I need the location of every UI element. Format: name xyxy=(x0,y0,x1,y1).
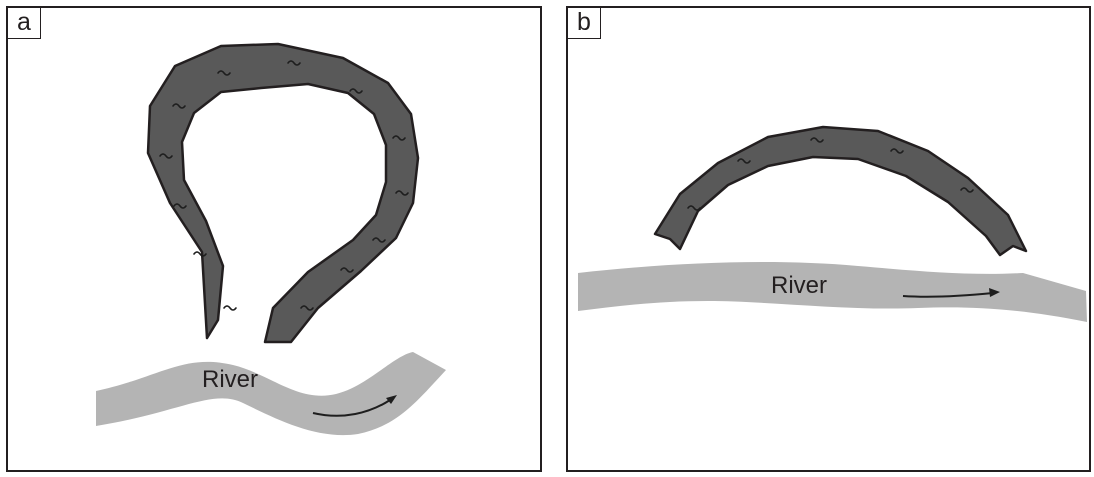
panel-b-drawing: River xyxy=(578,125,1087,322)
river-label-b: River xyxy=(771,272,827,299)
oxbow-wave-marks xyxy=(159,60,409,311)
wave-mark xyxy=(300,305,314,311)
flow-arrow-head xyxy=(989,288,1000,297)
wave-mark xyxy=(737,158,751,164)
wave-mark xyxy=(349,88,363,94)
oxbow-wave-marks xyxy=(687,137,974,211)
wave-mark xyxy=(223,305,237,311)
wave-mark xyxy=(287,60,301,66)
oxbow-remnant xyxy=(653,125,1028,257)
flow-arrow-icon xyxy=(902,292,994,298)
wave-mark xyxy=(395,190,409,196)
wave-mark xyxy=(890,148,904,154)
wave-mark xyxy=(193,251,207,257)
wave-mark xyxy=(810,137,824,143)
wave-mark xyxy=(372,237,386,243)
panel-label-a: a xyxy=(8,8,41,39)
panel-label-b: b xyxy=(568,8,601,39)
wave-mark xyxy=(960,187,974,193)
river-label-a: River xyxy=(202,366,258,393)
wave-mark xyxy=(687,205,701,211)
wave-mark xyxy=(392,135,406,141)
wave-mark xyxy=(173,203,187,209)
flow-arrow-head xyxy=(386,395,397,404)
river-channel xyxy=(578,262,1087,322)
oxbow-lake xyxy=(146,42,420,344)
flow-arrow-icon xyxy=(312,399,391,417)
wave-mark xyxy=(159,153,173,159)
panel-a-drawing: River xyxy=(96,42,446,436)
panel-b: b River xyxy=(566,6,1091,472)
wave-mark xyxy=(217,70,231,76)
river-channel xyxy=(96,352,446,436)
wave-mark xyxy=(340,267,354,273)
panel-a: a River xyxy=(6,6,542,472)
wave-mark xyxy=(172,103,186,109)
